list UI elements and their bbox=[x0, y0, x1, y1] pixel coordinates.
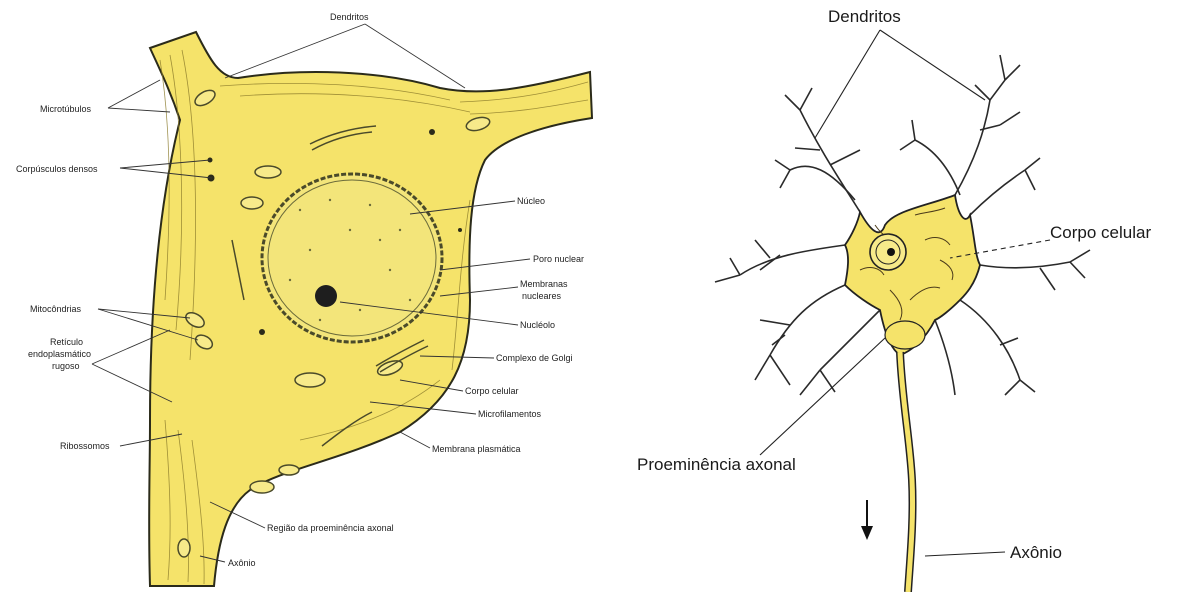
label-dendritos-left: Dendritos bbox=[330, 12, 369, 22]
label-nucleolo: Nucléolo bbox=[520, 320, 555, 330]
schematic-neuron-diagram: Dendritos Corpo celular Proeminência axo… bbox=[637, 7, 1151, 592]
label-membranas-nucleares-1: Membranas bbox=[520, 279, 568, 289]
label-mitocondrias: Mitocôndrias bbox=[30, 304, 82, 314]
label-microtubulos: Microtúbulos bbox=[40, 104, 92, 114]
label-microfilamentos: Microfilamentos bbox=[478, 409, 542, 419]
label-ribossomos: Ribossomos bbox=[60, 441, 110, 451]
label-complexo-golgi: Complexo de Golgi bbox=[496, 353, 573, 363]
label-nucleo: Núcleo bbox=[517, 196, 545, 206]
label-axonio-right: Axônio bbox=[1010, 543, 1062, 562]
label-reticulo-3: rugoso bbox=[52, 361, 80, 371]
label-poro-nuclear: Poro nuclear bbox=[533, 254, 584, 264]
detailed-neuron-diagram: Dendritos Microtúbulos Corpúsculos denso… bbox=[16, 12, 592, 586]
signal-direction-arrow bbox=[861, 500, 873, 540]
nucleus bbox=[262, 174, 442, 342]
label-membranas-nucleares-2: nucleares bbox=[522, 291, 562, 301]
axon-hillock bbox=[885, 321, 925, 349]
label-reticulo-2: endoplasmático bbox=[28, 349, 91, 359]
label-proeminencia-axonal: Proeminência axonal bbox=[637, 455, 796, 474]
label-dendritos-right: Dendritos bbox=[828, 7, 901, 26]
nucleolus bbox=[315, 285, 337, 307]
label-corpo-celular-left: Corpo celular bbox=[465, 386, 519, 396]
label-corpusculos-densos: Corpúsculos densos bbox=[16, 164, 98, 174]
label-axonio-left: Axônio bbox=[228, 558, 256, 568]
label-reticulo-1: Retículo bbox=[50, 337, 83, 347]
label-regiao-axonal: Região da proeminência axonal bbox=[267, 523, 394, 533]
cell-nucleolus bbox=[887, 248, 895, 256]
label-membrana-plasmatica: Membrana plasmática bbox=[432, 444, 521, 454]
label-corpo-celular-right: Corpo celular bbox=[1050, 223, 1151, 242]
